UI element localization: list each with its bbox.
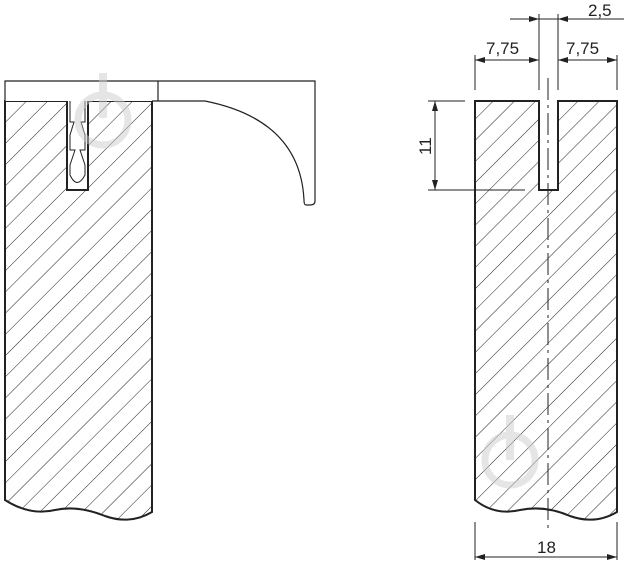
dim-slot-width: 2,5 [588,1,612,20]
dimension-lines [432,16,624,560]
extension-lines [428,14,618,560]
watermark-logo [481,415,539,489]
board-section-left [4,100,153,521]
dim-right-wall: 7,75 [566,39,599,58]
edge-profile [4,80,316,206]
dim-left-wall: 7,75 [486,39,519,58]
dim-slot-depth: 11 [416,137,435,155]
watermark-logo [74,73,132,149]
right-section-view: 2,5 7,75 7,75 11 18 [416,1,624,560]
left-section-view [4,73,316,521]
board-section-right [474,100,618,521]
dim-total-width: 18 [537,538,556,557]
